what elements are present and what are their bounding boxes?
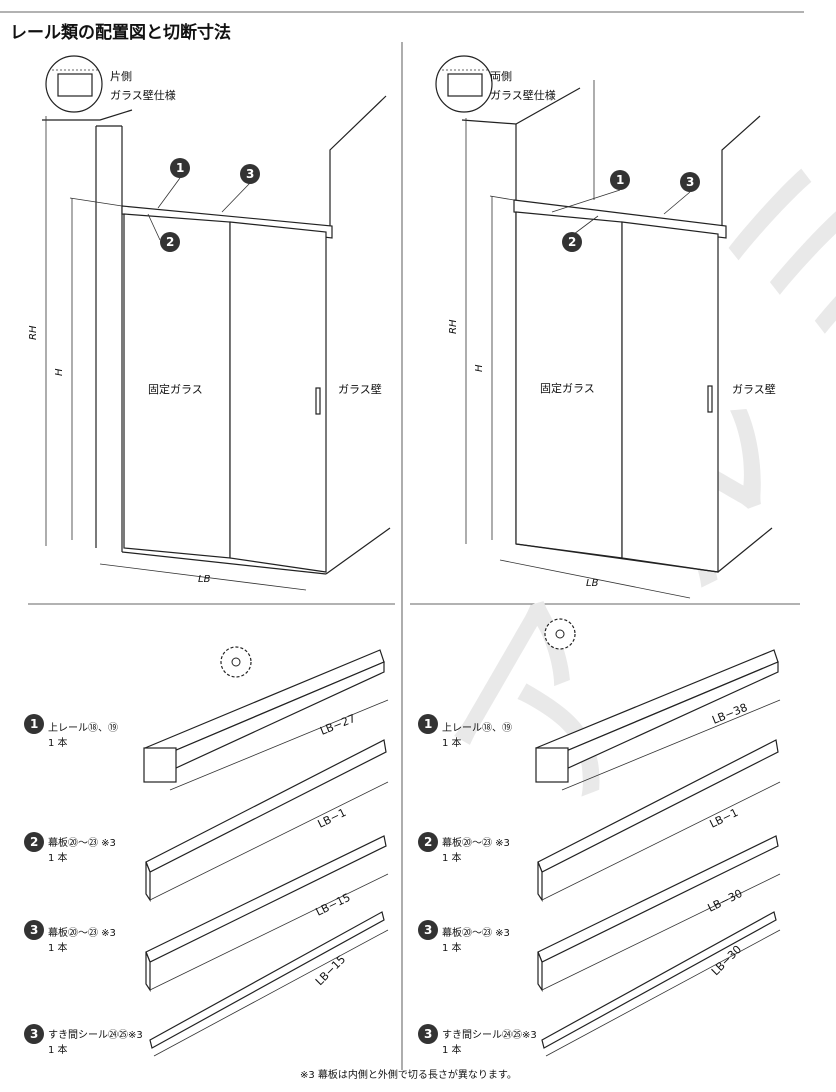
svg-text:3: 3 xyxy=(424,923,432,937)
part-name-4: すき間シール㉔㉕※3 xyxy=(48,1029,143,1041)
footnote: ※3 幕板は内側と外側で切る長さが異なります。 xyxy=(300,1068,517,1081)
part-qty-3: 1 本 xyxy=(48,941,68,954)
cut-length-1-2: LB−38 xyxy=(710,701,749,727)
part-qty-1-2: 1 本 xyxy=(442,736,462,749)
svg-text:3: 3 xyxy=(246,167,254,181)
part-qty-1: 1 本 xyxy=(48,736,68,749)
svg-text:2: 2 xyxy=(424,835,432,849)
svg-text:1: 1 xyxy=(424,717,432,731)
label-glass-wall-2: ガラス壁 xyxy=(732,382,776,396)
svg-text:3: 3 xyxy=(686,175,694,189)
spec-line2: ガラス壁仕様 xyxy=(110,88,176,102)
callout-2-2 xyxy=(562,232,582,252)
callout-2 xyxy=(160,232,180,252)
dim-h: H xyxy=(54,368,65,376)
part-name-3-2: 幕板⑳〜㉓ ※3 xyxy=(442,926,510,939)
part-qty-4-2: 1 本 xyxy=(442,1043,462,1056)
svg-text:3: 3 xyxy=(30,1027,38,1041)
cut-length-4: LB−15 xyxy=(313,953,348,988)
callout-3 xyxy=(240,164,260,184)
callout-3-2 xyxy=(680,172,700,192)
svg-text:2: 2 xyxy=(166,235,174,249)
dim-lb: LB xyxy=(198,574,211,585)
part-qty-2-2: 1 本 xyxy=(442,851,462,864)
svg-text:1: 1 xyxy=(30,717,38,731)
diagram-two-side-glass: 両側 ガラス壁仕様 RH H LB 固定ガラス ガラス壁 1 2 3 xyxy=(435,55,776,599)
saw-blade-icon-2 xyxy=(544,618,576,650)
saw-blade-icon xyxy=(220,646,252,678)
part-name-1: 上レール⑱、⑲ xyxy=(48,722,118,734)
svg-text:2: 2 xyxy=(568,235,576,249)
dim-h-2: H xyxy=(474,364,485,372)
svg-text:3: 3 xyxy=(424,1027,432,1041)
page-title: レール類の配置図と切断寸法 xyxy=(10,22,231,43)
dim-lb-2: LB xyxy=(586,578,599,589)
diagram-one-side-glass: 片側 ガラス壁仕様 RH H LB 固定ガラス ガラス壁 1 xyxy=(28,55,391,591)
part-name-2-2: 幕板⑳〜㉓ ※3 xyxy=(442,836,510,849)
part-name-4-2: すき間シール㉔㉕※3 xyxy=(442,1029,537,1041)
spec-line2-2: ガラス壁仕様 xyxy=(490,88,556,102)
dim-rh: RH xyxy=(28,325,39,340)
svg-text:3: 3 xyxy=(30,923,38,937)
part-qty-2: 1 本 xyxy=(48,851,68,864)
label-fixed-glass: 固定ガラス xyxy=(148,382,203,396)
dim-rh-2: RH xyxy=(448,319,459,334)
parts-list-left: LB−27 LB−1 LB−15 LB−15 1 上レール⑱、⑲ 1 本 2 幕… xyxy=(24,646,389,1057)
part-name-3: 幕板⑳〜㉓ ※3 xyxy=(48,926,116,939)
cut-length-3: LB−15 xyxy=(314,891,353,919)
label-fixed-glass-2: 固定ガラス xyxy=(540,381,595,395)
cut-length-3-2: LB−30 xyxy=(706,887,745,915)
svg-text:1: 1 xyxy=(176,161,184,175)
callout-1 xyxy=(170,158,190,178)
part-name-1-2: 上レール⑱、⑲ xyxy=(442,722,512,734)
label-glass-wall: ガラス壁 xyxy=(338,382,382,396)
part-qty-3-2: 1 本 xyxy=(442,941,462,954)
part-qty-4: 1 本 xyxy=(48,1043,68,1056)
part-name-2: 幕板⑳〜㉓ ※3 xyxy=(48,836,116,849)
spec-line1-2: 両側 xyxy=(490,70,512,83)
svg-text:1: 1 xyxy=(616,173,624,187)
callout-1-2 xyxy=(610,170,630,190)
cut-length-1: LB−27 xyxy=(318,712,357,738)
svg-text:2: 2 xyxy=(30,835,38,849)
spec-line1: 片側 xyxy=(110,70,132,83)
